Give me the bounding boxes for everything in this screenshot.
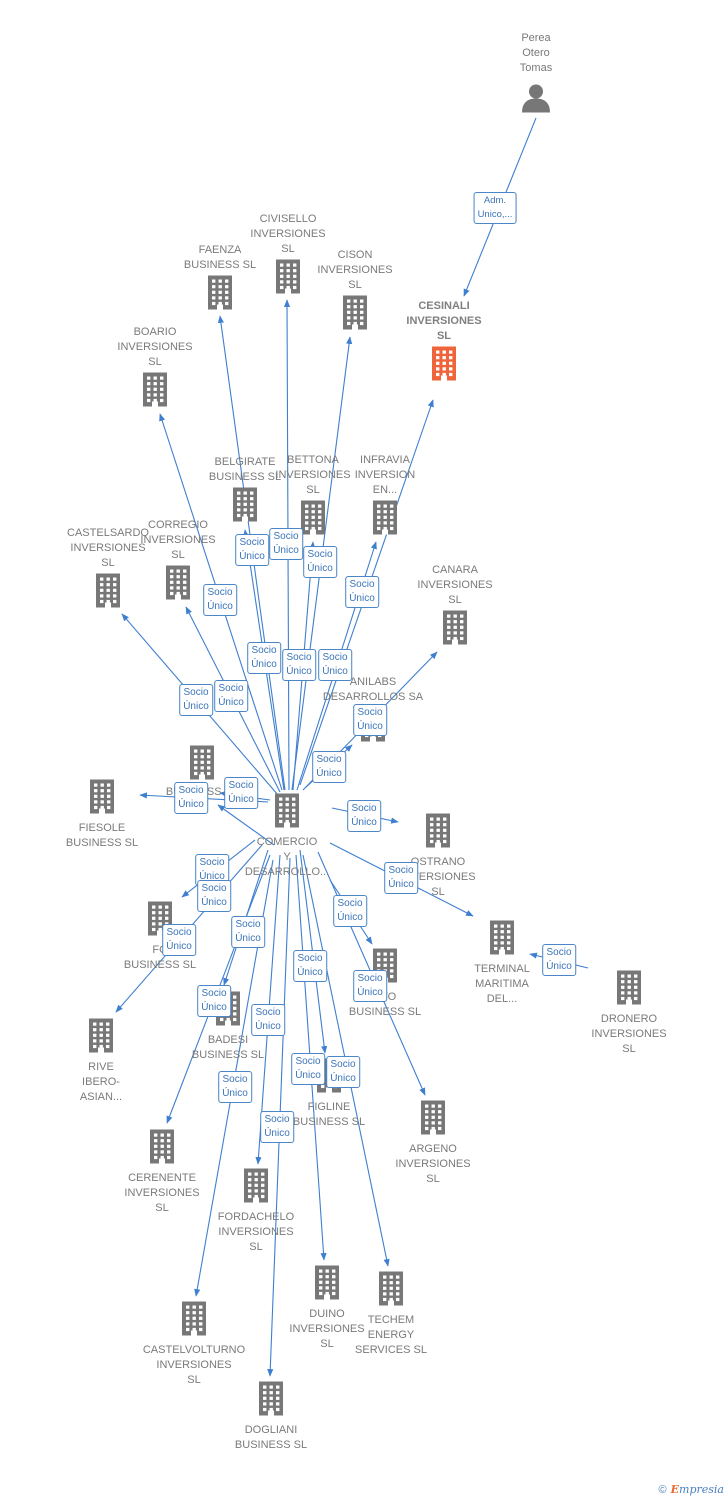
- edge-label-comercio-duino[interactable]: Socio Único: [291, 1053, 325, 1085]
- empresia-logo[interactable]: ©Empresia: [659, 1483, 724, 1496]
- edge-label-comercio-figline[interactable]: Socio Único: [293, 950, 327, 982]
- edge-label-perea-cesinali[interactable]: Adm. Unico,...: [473, 192, 517, 224]
- copyright-symbol: ©: [658, 1484, 667, 1496]
- building-icon[interactable]: [615, 970, 643, 1011]
- building-icon[interactable]: [299, 500, 327, 541]
- node-label-rive[interactable]: RIVE IBERO- ASIAN...: [79, 1061, 123, 1103]
- edge-label-comercio-ostrano[interactable]: Socio Único: [347, 800, 381, 832]
- edge-label-dronero-terminal[interactable]: Socio Único: [542, 944, 576, 976]
- edge-label-comercio-cerenente[interactable]: Socio Único: [197, 985, 231, 1017]
- edge-label-comercio-castelsardo[interactable]: Socio Único: [179, 684, 213, 716]
- building-icon[interactable]: [371, 500, 399, 541]
- edge-label-comercio-cesinali[interactable]: Socio Único: [345, 576, 379, 608]
- node-label-badesi[interactable]: BADESI BUSINESS SL: [191, 1034, 265, 1061]
- node-label-argeno[interactable]: ARGENO INVERSIONES SL: [395, 1143, 471, 1185]
- node-label-infravia[interactable]: INFRAVIA INVERSION EN...: [354, 454, 416, 496]
- building-icon[interactable]: [94, 573, 122, 614]
- node-label-fo[interactable]: FO BUSINESS SL: [123, 944, 197, 971]
- edge-label-comercio-eto[interactable]: Socio Único: [333, 895, 367, 927]
- building-icon[interactable]: [313, 1265, 341, 1306]
- edge-label-comercio-corregio[interactable]: Socio Único: [214, 680, 248, 712]
- edge-label-comercio-bettona[interactable]: Socio Único: [282, 649, 316, 681]
- edge-label-comercio-rive[interactable]: Socio Único: [162, 924, 196, 956]
- node-label-duino[interactable]: DUINO INVERSIONES SL: [289, 1308, 365, 1350]
- node-label-dogliani[interactable]: DOGLIANI BUSINESS SL: [234, 1424, 308, 1451]
- node-label-civisello[interactable]: CIVISELLO INVERSIONES SL: [250, 213, 326, 255]
- edge-label-comercio-anilabs[interactable]: Socio Único: [312, 751, 346, 783]
- building-icon[interactable]: [148, 1129, 176, 1170]
- node-label-ostrano[interactable]: OSTRANO INVERSIONES SL: [400, 856, 476, 898]
- node-label-comercio[interactable]: COMERCIO Y DESARROLLO...: [244, 836, 330, 878]
- building-icon[interactable]: [188, 745, 216, 786]
- node-label-faenza[interactable]: FAENZA BUSINESS SL: [183, 244, 257, 271]
- edge-label-comercio-canara[interactable]: Socio Único: [353, 704, 387, 736]
- edge-label-comercio-cison[interactable]: Socio Único: [303, 546, 337, 578]
- node-label-fordachelo[interactable]: FORDACHELO INVERSIONES SL: [217, 1211, 295, 1253]
- edge-label-comercio-belgirate[interactable]: Socio Único: [247, 642, 281, 674]
- building-icon[interactable]: [377, 1271, 405, 1312]
- node-label-canara[interactable]: CANARA INVERSIONES SL: [417, 564, 493, 606]
- node-label-fiesole[interactable]: FIESOLE BUSINESS SL: [65, 822, 139, 849]
- building-icon[interactable]: [274, 259, 302, 300]
- edge-label-comercio-castelvolturno[interactable]: Socio Único: [218, 1071, 252, 1103]
- edge-label-comercio-civisello[interactable]: Socio Único: [269, 528, 303, 560]
- building-icon[interactable]: [430, 346, 458, 387]
- building-icon[interactable]: [273, 793, 301, 834]
- node-label-figline[interactable]: FIGLINE BUSINESS SL: [292, 1101, 366, 1128]
- node-label-perea[interactable]: Perea Otero Tomas: [519, 32, 553, 74]
- node-label-dronero[interactable]: DRONERO INVERSIONES SL: [591, 1013, 667, 1055]
- node-label-corregio[interactable]: CORREGIO INVERSIONES SL: [140, 519, 216, 561]
- node-label-castelvolturno[interactable]: CASTELVOLTURNO INVERSIONES SL: [142, 1344, 246, 1386]
- edge-label-comercio-fiesole[interactable]: Socio Único: [174, 782, 208, 814]
- building-icon[interactable]: [180, 1301, 208, 1342]
- brand-initial: E: [670, 1483, 680, 1496]
- person-icon[interactable]: [521, 83, 551, 118]
- building-icon[interactable]: [424, 813, 452, 854]
- edge-label-comercio-dogliani[interactable]: Socio Único: [260, 1111, 294, 1143]
- building-icon[interactable]: [164, 565, 192, 606]
- node-label-terminal[interactable]: TERMINAL MARITIMA DEL...: [474, 963, 530, 1005]
- building-icon[interactable]: [419, 1100, 447, 1141]
- building-icon[interactable]: [141, 372, 169, 413]
- edge-label-comercio-boario[interactable]: Socio Único: [203, 584, 237, 616]
- node-label-boario[interactable]: BOARIO INVERSIONES SL: [117, 326, 193, 368]
- edge-label-comercio-techem[interactable]: Socio Único: [326, 1056, 360, 1088]
- building-icon[interactable]: [87, 1018, 115, 1059]
- edge-label-comercio-faenza[interactable]: Socio Único: [235, 534, 269, 566]
- node-label-castelsardo[interactable]: CASTELSARDO INVERSIONES SL: [67, 527, 149, 569]
- building-icon[interactable]: [257, 1381, 285, 1422]
- edge-label-comercio-fordachelo[interactable]: Socio Único: [251, 1004, 285, 1036]
- building-icon[interactable]: [242, 1168, 270, 1209]
- node-label-anilabs[interactable]: ANILABS DESARROLLOS SA: [322, 676, 424, 703]
- node-label-bettona[interactable]: BETTONA INVERSIONES SL: [275, 454, 351, 496]
- edge-label-comercio-bus[interactable]: Socio Único: [224, 777, 258, 809]
- edge-label-comercio-argeno[interactable]: Socio Único: [353, 970, 387, 1002]
- edge-label-comercio-infravia[interactable]: Socio Único: [318, 649, 352, 681]
- building-icon[interactable]: [206, 275, 234, 316]
- edge-comercio-fiesole: [217, 804, 275, 846]
- node-label-belgirate[interactable]: BELGIRATE BUSINESS SL: [208, 456, 282, 483]
- building-icon[interactable]: [341, 295, 369, 336]
- node-label-cison[interactable]: CISON INVERSIONES SL: [317, 249, 393, 291]
- building-icon[interactable]: [441, 610, 469, 651]
- edge-label-comercio-fiesole[interactable]: Socio Único: [197, 880, 231, 912]
- node-label-cesinali[interactable]: CESINALI INVERSIONES SL: [406, 300, 482, 342]
- node-label-techem[interactable]: TECHEM ENERGY SERVICES SL: [355, 1314, 427, 1356]
- brand-name: mpresia: [679, 1483, 724, 1496]
- edge-label-comercio-badesi[interactable]: Socio Único: [231, 916, 265, 948]
- building-icon[interactable]: [88, 779, 116, 820]
- building-icon[interactable]: [231, 487, 259, 528]
- edge-label-comercio-terminal[interactable]: Socio Único: [384, 862, 418, 894]
- node-label-cerenente[interactable]: CERENENTE INVERSIONES SL: [124, 1172, 200, 1214]
- building-icon[interactable]: [488, 920, 516, 961]
